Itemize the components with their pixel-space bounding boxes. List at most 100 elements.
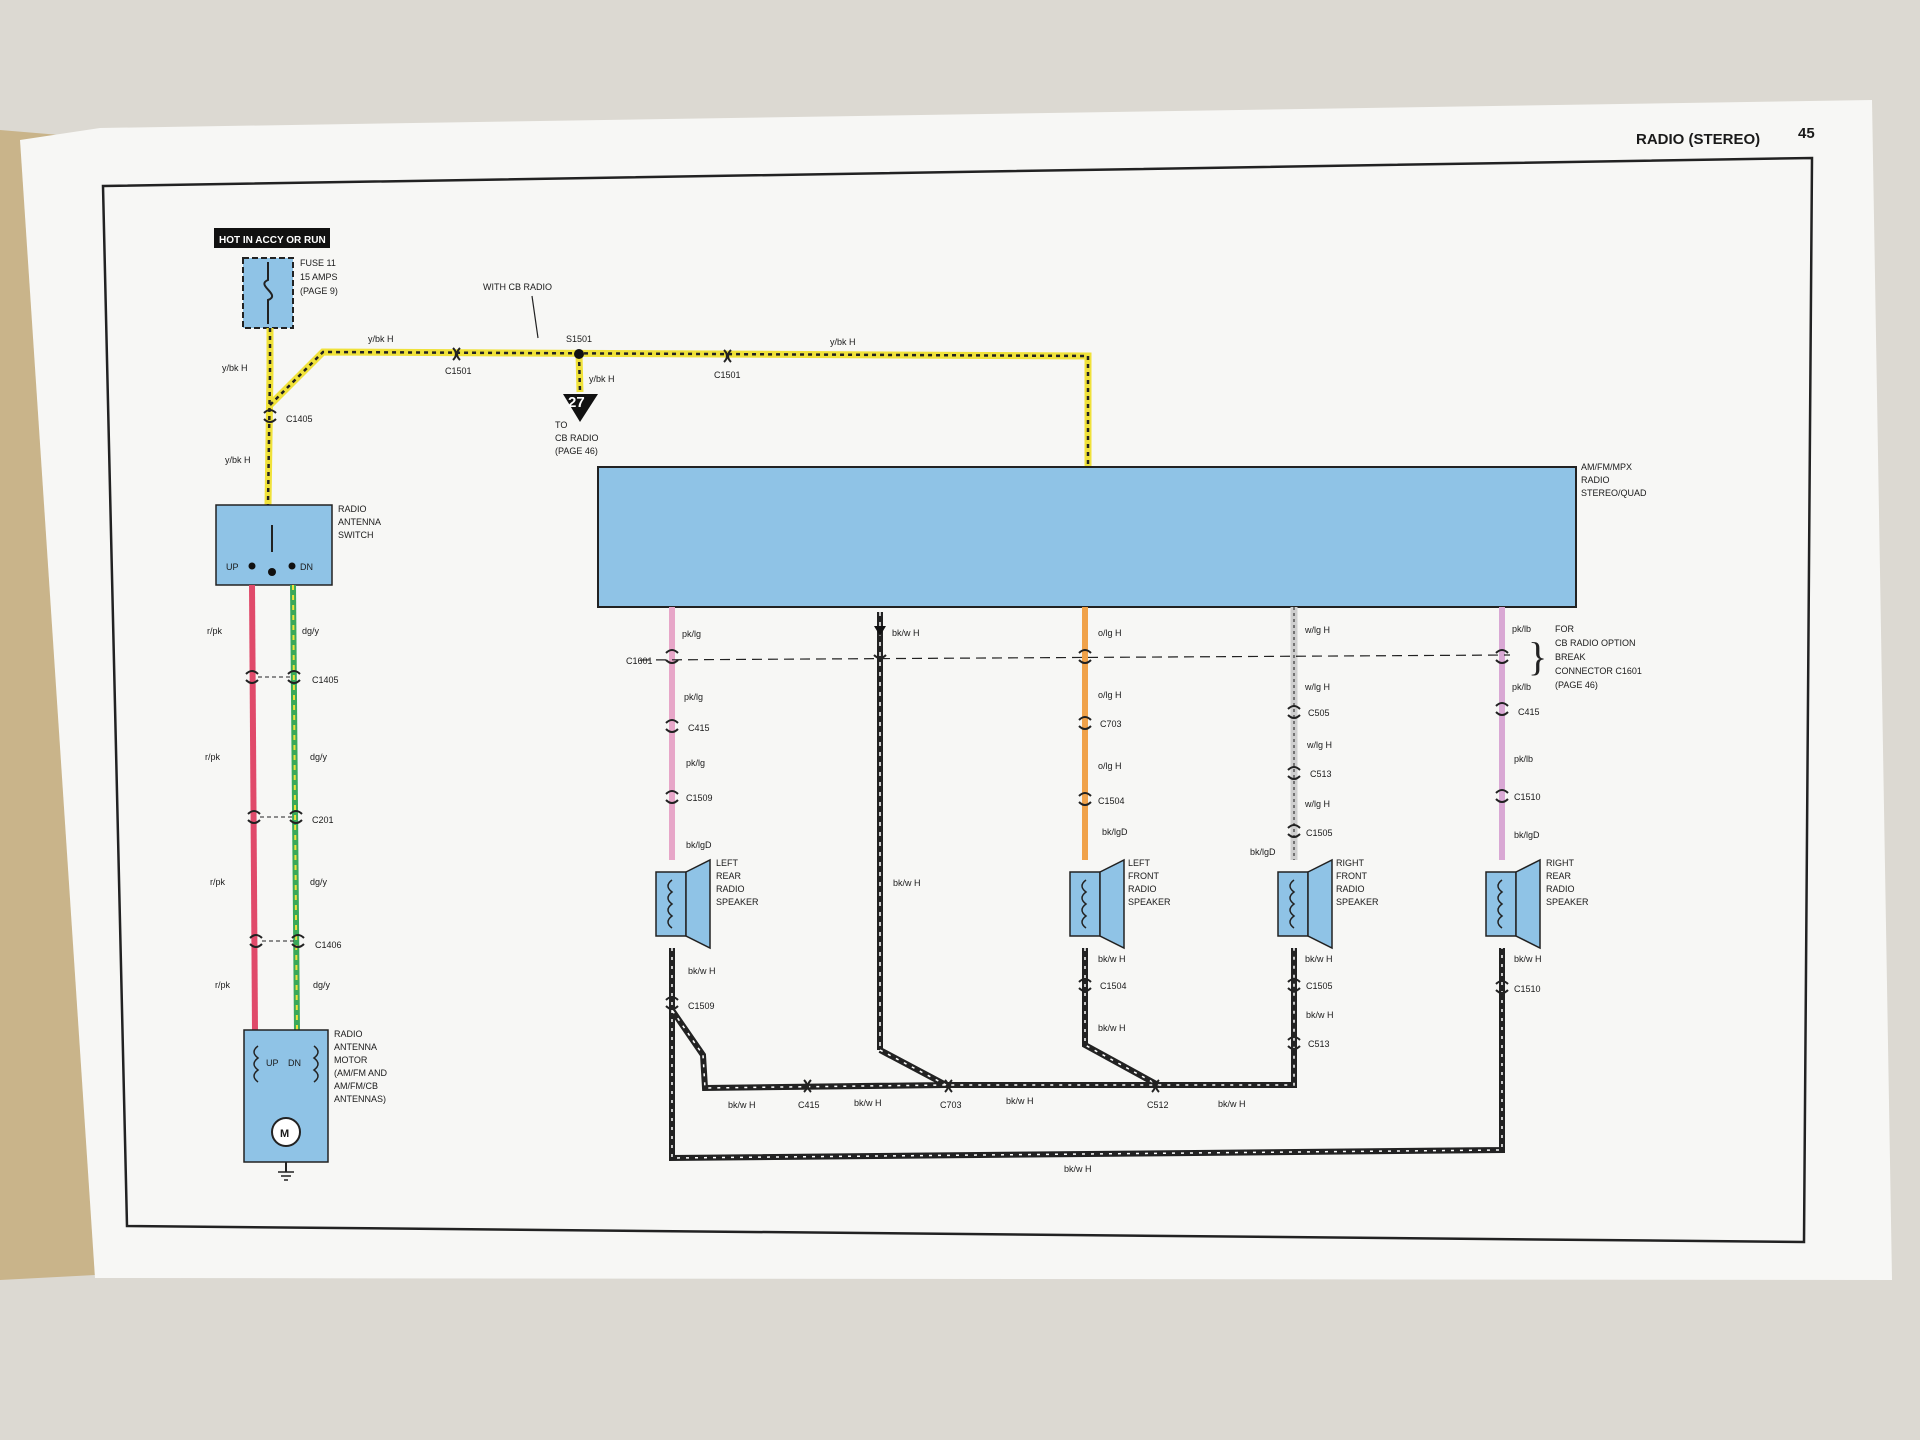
circuit-number: 27 bbox=[568, 394, 585, 411]
lf-label-4: SPEAKER bbox=[1128, 897, 1171, 907]
col5-label-3: C415 bbox=[1518, 707, 1540, 717]
cb-radio-note: WITH CB RADIO bbox=[483, 282, 552, 292]
cb-note-arrow bbox=[531, 295, 539, 339]
rr-label-1: RIGHT bbox=[1546, 858, 1575, 868]
circuit-27-triangle bbox=[563, 394, 598, 422]
col4-label-2: w/lg H bbox=[1304, 682, 1330, 692]
ground-lf-2: C1504 bbox=[1100, 981, 1127, 991]
rf-label-3: RADIO bbox=[1336, 884, 1365, 894]
col4-label-8: bk/lgD bbox=[1250, 847, 1276, 857]
col3-label-1: o/lg H bbox=[1098, 628, 1122, 638]
switch-label-2: ANTENNA bbox=[338, 517, 381, 527]
motor-dn-label: DN bbox=[288, 1058, 301, 1068]
rf-label-1: RIGHT bbox=[1336, 858, 1365, 868]
col1-label-3: C415 bbox=[688, 723, 710, 733]
col1-label-6: bk/lgD bbox=[686, 840, 712, 850]
bus-label-7: bk/w H bbox=[1218, 1099, 1246, 1109]
hot-badge bbox=[214, 228, 330, 248]
col5-label-6: bk/lgD bbox=[1514, 830, 1540, 840]
bus-label-5: bk/w H bbox=[1006, 1096, 1034, 1106]
switch-up-label: UP bbox=[226, 562, 239, 572]
lr-label-2: REAR bbox=[716, 871, 742, 881]
motor-label-1: RADIO bbox=[334, 1029, 363, 1039]
bottom-return-label: bk/w H bbox=[1064, 1164, 1092, 1174]
speaker-right-front bbox=[1277, 858, 1333, 950]
speaker-connector-marks bbox=[665, 649, 1509, 1093]
svg-text:(PAGE 9): (PAGE 9) bbox=[300, 286, 338, 296]
motor-label-5: AM/FM/CB bbox=[334, 1081, 378, 1091]
dgy-label-2: dg/y bbox=[310, 752, 328, 762]
wire-label-ybk-3: y/bk H bbox=[368, 334, 394, 344]
col4-label-4: w/lg H bbox=[1306, 740, 1332, 750]
motor-label-4: (AM/FM AND bbox=[334, 1068, 387, 1078]
dgy-label-3: dg/y bbox=[310, 877, 328, 887]
col3-label-3: C703 bbox=[1100, 719, 1122, 729]
svg-text:15 AMPS: 15 AMPS bbox=[300, 272, 338, 282]
page-title: RADIO (STEREO) bbox=[1636, 131, 1760, 148]
wire-label-ybk-2: y/bk H bbox=[225, 455, 251, 465]
motor-windings-icon bbox=[253, 1045, 319, 1083]
connector-marks-top bbox=[263, 347, 732, 423]
rpk-label-2: r/pk bbox=[205, 752, 221, 762]
col5-label-2: pk/lb bbox=[1512, 682, 1531, 692]
switch-label-1: RADIO bbox=[338, 504, 367, 514]
cb-option-note-2: CB RADIO OPTION bbox=[1555, 638, 1636, 648]
col1-label-1: pk/lg bbox=[682, 629, 701, 639]
yellow-wire-run bbox=[264, 328, 1092, 506]
ground-lr-2: C1509 bbox=[688, 1001, 715, 1011]
connector-c1601: C1601 bbox=[626, 656, 653, 666]
ground-icon bbox=[278, 1171, 294, 1181]
arrow-down-icon bbox=[874, 626, 886, 636]
ground-rf-3: bk/w H bbox=[1306, 1010, 1334, 1020]
radio-label-2: RADIO bbox=[1581, 475, 1610, 485]
ground-rf-2: C1505 bbox=[1306, 981, 1333, 991]
rf-label-4: SPEAKER bbox=[1336, 897, 1379, 907]
connector-c201: C201 bbox=[312, 815, 334, 825]
connector-c1405-top: C1405 bbox=[286, 414, 313, 424]
fuse-element-icon bbox=[263, 262, 274, 324]
hot-badge-text: HOT IN ACCY OR RUN bbox=[219, 235, 326, 246]
rf-label-2: FRONT bbox=[1336, 871, 1367, 881]
col5-label-1: pk/lb bbox=[1512, 624, 1531, 634]
page-number: 45 bbox=[1798, 125, 1815, 142]
ground-rr-2: C1510 bbox=[1514, 984, 1541, 994]
splice-s1501 bbox=[574, 349, 584, 359]
c1601-break-line bbox=[639, 654, 1511, 661]
col4-label-6: w/lg H bbox=[1304, 799, 1330, 809]
switch-label-3: SWITCH bbox=[338, 530, 374, 540]
col3-label-5: C1504 bbox=[1098, 796, 1125, 806]
cb-ref-line1: TO bbox=[555, 420, 567, 430]
cb-option-note-5: (PAGE 46) bbox=[1555, 680, 1598, 690]
speaker-left-rear bbox=[655, 858, 711, 950]
connector-c1405-mid: C1405 bbox=[312, 675, 339, 685]
radio-unit bbox=[597, 466, 1577, 608]
motor-icon bbox=[271, 1117, 301, 1147]
wire-dg-y-stripe bbox=[292, 584, 298, 1033]
brace-icon: } bbox=[1528, 634, 1547, 679]
ground-lf-1: bk/w H bbox=[1098, 954, 1126, 964]
cb-option-note-4: CONNECTOR C1601 bbox=[1555, 666, 1642, 676]
ground-rf-4: C513 bbox=[1308, 1039, 1330, 1049]
motor-label-3: MOTOR bbox=[334, 1055, 368, 1065]
col4-label-1: w/lg H bbox=[1304, 625, 1330, 635]
col1-label-4: pk/lg bbox=[686, 758, 705, 768]
lr-label-4: SPEAKER bbox=[716, 897, 759, 907]
rr-label-4: SPEAKER bbox=[1546, 897, 1589, 907]
lf-label-1: LEFT bbox=[1128, 858, 1151, 868]
bus-label-3: bk/w H bbox=[854, 1098, 882, 1108]
col4-label-3: C505 bbox=[1308, 708, 1330, 718]
col4-label-7: C1505 bbox=[1306, 828, 1333, 838]
page-sheet bbox=[20, 100, 1892, 1280]
wire-label-ybk-1: y/bk H bbox=[222, 363, 248, 373]
connector-c1501-b: C1501 bbox=[714, 370, 741, 380]
switch-dn-contact-icon bbox=[288, 562, 296, 570]
speaker-right-rear bbox=[1485, 858, 1541, 950]
rpk-label-4: r/pk bbox=[215, 980, 231, 990]
wire-r-pk bbox=[249, 584, 258, 1033]
lf-label-2: FRONT bbox=[1128, 871, 1159, 881]
switch-common-icon bbox=[268, 568, 276, 576]
speaker-left-front bbox=[1069, 858, 1125, 950]
rr-label-2: REAR bbox=[1546, 871, 1572, 881]
bus-label-2: C415 bbox=[798, 1100, 820, 1110]
ground-rr-1: bk/w H bbox=[1514, 954, 1542, 964]
